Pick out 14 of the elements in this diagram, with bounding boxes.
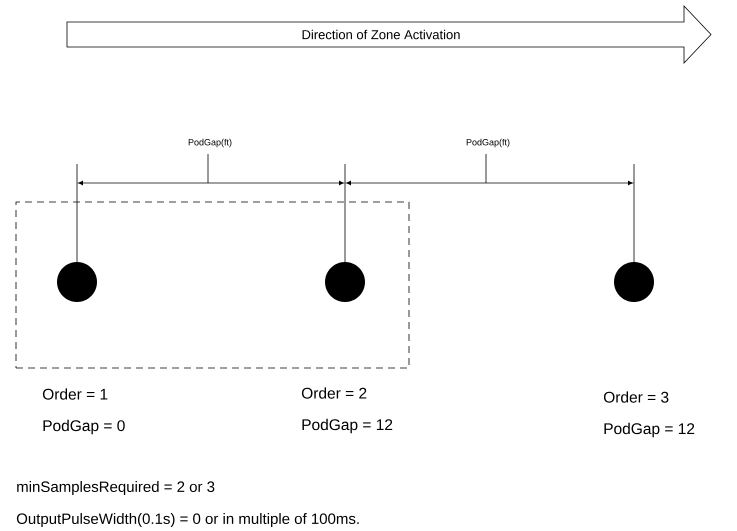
beside-text: Order = 2: [302, 387, 366, 399]
filled-circle: [57, 262, 97, 302]
filled-circle: [325, 262, 365, 302]
beside-text: PodGap = 0: [43, 420, 125, 434]
note-text: minSamplesRequired = 2 or 3: [17, 481, 214, 495]
beside-text: Order = 3: [604, 391, 668, 403]
beside-text: PodGap = 12: [604, 422, 694, 438]
beside-text: PodGap = 12: [302, 418, 392, 434]
filled-circle: [614, 262, 654, 302]
note-text: OutputPulseWidth(0.1s) = 0 or in multiple of 100ms.: [16, 513, 359, 527]
beside-text: Order = 1: [42, 388, 108, 400]
dashed-box: [16, 202, 410, 368]
dimension-label: PodGap(ft): [188, 138, 232, 148]
dimension-label: PodGap(ft): [466, 138, 510, 148]
